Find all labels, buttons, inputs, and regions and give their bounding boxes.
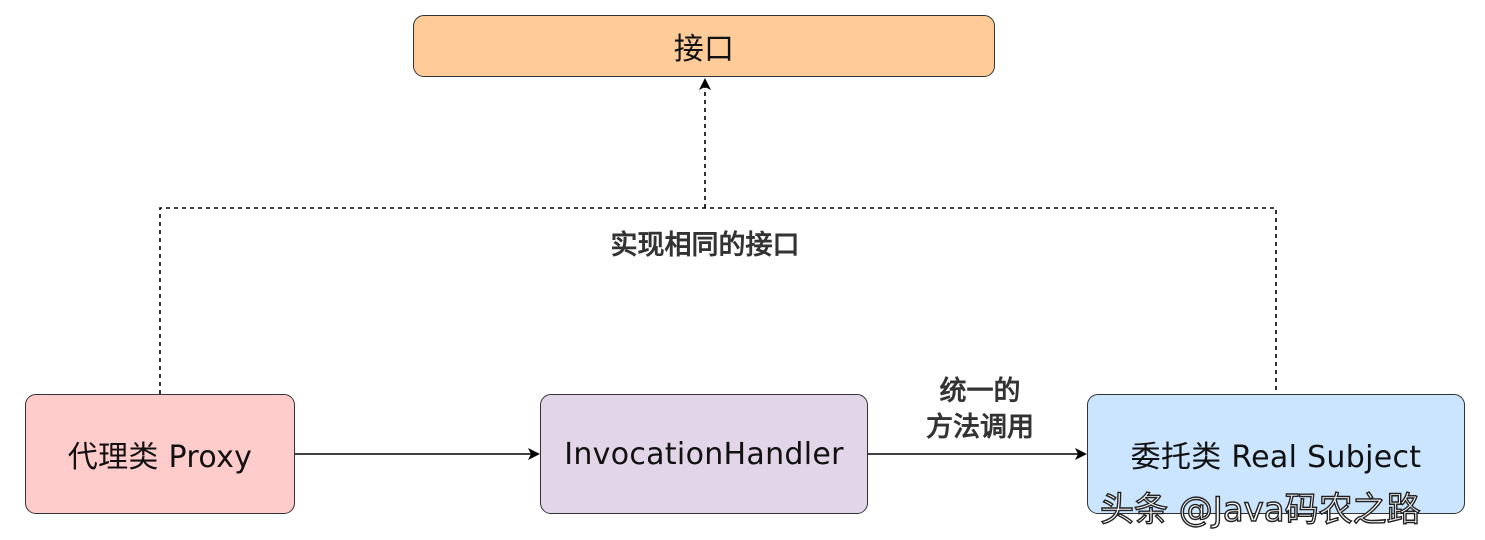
unified-call-line-1: 统一的 xyxy=(939,376,1021,407)
real-subject-label: 委托类 Real Subject xyxy=(1130,440,1422,475)
unified-method-call-label: 统一的 方法调用 xyxy=(880,374,1080,446)
watermark: 头条 @Java码农之路 xyxy=(1099,489,1421,530)
implements-connector xyxy=(159,207,1277,394)
invocation-handler-label: InvocationHandler xyxy=(564,436,844,472)
invocation-handler-node: InvocationHandler xyxy=(540,394,868,514)
interface-label: 接口 xyxy=(673,32,735,67)
real-subject-node: 委托类 Real Subject xyxy=(1087,394,1465,514)
unified-call-line-2: 方法调用 xyxy=(926,412,1034,443)
proxy-class-node: 代理类 Proxy xyxy=(25,394,295,514)
same-interface-label: 实现相同的接口 xyxy=(610,230,800,261)
proxy-class-label: 代理类 Proxy xyxy=(67,440,253,475)
interface-node: 接口 xyxy=(413,15,995,77)
